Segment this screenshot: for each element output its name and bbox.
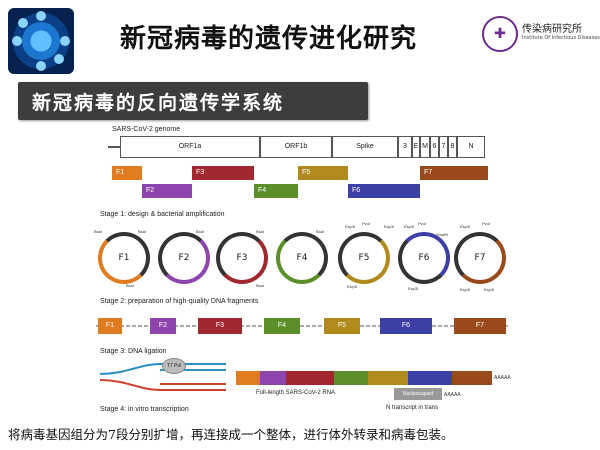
genome-label: SARS-CoV-2 genome (112, 126, 181, 133)
plasmid-f5: F5 (338, 232, 390, 284)
site-esp3i-6: Esp3I (460, 224, 471, 229)
fragment-f5: F5 (298, 166, 348, 180)
rna-f4 (334, 371, 368, 385)
full-length-rna-label: Full-length SARS-CoV-2 RNA (256, 390, 336, 396)
fragment-f4: F4 (254, 184, 298, 198)
stage4-label: Stage 4: in vitro transcription (100, 406, 189, 413)
genome-5prime-line (108, 146, 120, 148)
fragment-f3: F3 (192, 166, 254, 180)
plasmid-f7: F7 (454, 232, 506, 284)
site-esp3i-8: Esp3I (484, 287, 495, 292)
site-esp3i-2: Esp3I (384, 224, 395, 229)
fragment-ends-line (96, 325, 508, 327)
s2-fragment-f6: F6 (380, 318, 432, 334)
genome-n: N (457, 136, 485, 158)
plasmid-f2: F2 (158, 232, 210, 284)
institute-name-cn: 传染病研究所 (522, 24, 582, 35)
s2-fragment-f2: F2 (150, 318, 176, 334)
rna-f7 (452, 371, 492, 385)
site-bsai-2: BsaI (138, 229, 147, 234)
nucleocapsid-bar: Nucleocapsid (394, 388, 442, 400)
plasmid-f3: F3 (216, 232, 268, 284)
fragment-f6: F6 (348, 184, 420, 198)
genome-orf6: 6 (430, 136, 439, 158)
site-esp3i-3: Esp3I (347, 284, 358, 289)
site-smabi: SmaBI (436, 232, 449, 237)
site-bsai-5: BsaI (256, 229, 265, 234)
site-pvui-3: PvuI (482, 221, 491, 226)
site-bsai-3: BsaI (126, 283, 135, 288)
s2-fragment-f5: F5 (324, 318, 360, 334)
full-length-rna-bar (236, 371, 492, 385)
genome-m: M (420, 136, 430, 158)
plasmid-f6: F6 (398, 232, 450, 284)
fragment-f7: F7 (420, 166, 488, 180)
fragment-f2: F2 (142, 184, 192, 198)
stage2-label: Stage 2: preparation of high-quality DNA… (100, 298, 259, 305)
site-pvui-1: PvuI (362, 221, 371, 226)
genome-spike: Spike (332, 136, 398, 158)
genome-orf1a: ORF1a (120, 136, 260, 158)
s2-fragment-f4: F4 (264, 318, 300, 334)
genome-orf1b: ORF1b (260, 136, 332, 158)
site-bsai-1: BsaI (94, 229, 103, 234)
stage3-label: Stage 3: DNA ligation (100, 348, 167, 355)
site-bsai-4: BsaI (196, 229, 205, 234)
site-esp3i-4: Esp3I (404, 224, 415, 229)
site-esp3i-1: Esp3I (345, 224, 356, 229)
site-esp3i-7: Esp3I (460, 287, 471, 292)
rna-f3 (286, 371, 334, 385)
rna-f6 (408, 371, 452, 385)
page-title: 新冠病毒的遗传进化研究 (120, 24, 418, 54)
genome-e: E (412, 136, 420, 158)
rna-f1 (236, 371, 260, 385)
site-pvui-2: PvuI (418, 221, 427, 226)
fragment-f1: F1 (112, 166, 142, 180)
plasmid-f1: F1 (98, 232, 150, 284)
plasmid-f4: F4 (276, 232, 328, 284)
s2-fragment-f3: F3 (198, 318, 242, 334)
site-bsai-6: BsaI (256, 283, 265, 288)
coronavirus-image (8, 8, 74, 74)
n-transcript-label: N transcript in trans (386, 405, 439, 411)
polya-tail-1: AAAAA (494, 375, 511, 381)
stage1-label: Stage 1: design & bacterial amplificatio… (100, 211, 225, 218)
site-esp3i-5: Esp3I (408, 286, 419, 291)
slide-caption: 将病毒基因组分为7段分别扩增，再连接成一个整体，进行体外转录和病毒包装。 (8, 427, 454, 442)
s2-fragment-f7: F7 (454, 318, 506, 334)
site-bsai-7: BsaI (316, 229, 325, 234)
genome-orf3: 3 (398, 136, 412, 158)
t7-polymerase: T7 Pol (162, 358, 186, 374)
institute-logo: ✚ (482, 16, 518, 52)
section-banner: 新冠病毒的反向遗传学系统 (18, 82, 368, 120)
genome-orf8: 8 (448, 136, 457, 158)
genome-orf7: 7 (439, 136, 448, 158)
rna-f5 (368, 371, 408, 385)
rna-f2 (260, 371, 286, 385)
polya-tail-2: AAAAA (444, 392, 461, 398)
s2-fragment-f1: F1 (98, 318, 122, 334)
institute-name-en: Institute Of Infectious Diseases (522, 35, 600, 41)
